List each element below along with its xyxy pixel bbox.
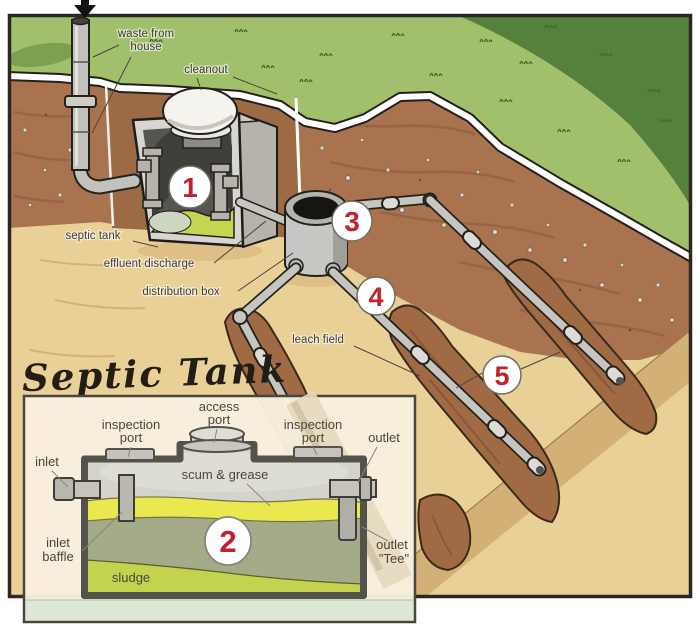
main-scene (10, 16, 690, 596)
outlet-tee-pipe (338, 493, 357, 541)
grass-shadow-streak (10, 42, 77, 68)
sludge-layer (85, 559, 364, 596)
label-outlet-tee: outlet (376, 537, 408, 552)
access-port-flange (181, 439, 253, 453)
label-effluent-discharge: effluent discharge (104, 258, 195, 270)
number-badges: 1 3 4 5 (168, 165, 522, 395)
grass-edge-band (10, 71, 690, 263)
label-inlet: inlet (35, 454, 59, 469)
label-waste-from-house: waste from (117, 28, 174, 40)
inset-ground-strip (25, 600, 414, 621)
badge-4: 4 (356, 276, 396, 316)
label-sludge: sludge (112, 570, 150, 585)
inlet-baffle-plate (118, 474, 135, 522)
label-inlet-baffle: inlet (46, 535, 70, 550)
grass-dark-corner (459, 16, 690, 205)
inset-title: Septic Tank (21, 347, 288, 400)
tank-inlet-fitting (136, 147, 163, 209)
tank-outlet-fitting (210, 163, 239, 221)
label-leach-field: leach field (292, 334, 344, 346)
svg-text:3: 3 (344, 206, 360, 237)
svg-text:5: 5 (494, 361, 509, 391)
waste-vent-pipe (64, 16, 142, 195)
svg-text:2: 2 (219, 524, 236, 559)
trench-left-end (417, 493, 472, 572)
label-inspection-port-left: inspection (102, 417, 161, 432)
inset-labels: inspection port access port inspection p… (35, 399, 409, 585)
grass-surface (10, 16, 690, 257)
label-access-port: access (199, 399, 240, 414)
pit-corner-highlight (294, 97, 302, 201)
badge-5: 5 (482, 355, 522, 395)
svg-text:port: port (302, 430, 325, 445)
inlet-pipe-assembly (53, 474, 135, 522)
label-distribution-box: distribution box (142, 286, 220, 298)
badge-1: 1 (168, 165, 212, 209)
septic-tank-inset: inspection port access port inspection p… (22, 390, 417, 624)
outlet-pipe-assembly (329, 476, 377, 541)
svg-text:1: 1 (182, 172, 198, 203)
label-septic-tank: septic tank (66, 230, 121, 242)
waste-arrow-icon (74, 0, 96, 18)
svg-text:baffle: baffle (42, 549, 74, 564)
svg-text:"Tee": "Tee" (379, 551, 410, 566)
septic-tank-cutaway (131, 87, 278, 249)
inspection-port-right-fitting (293, 446, 343, 459)
label-scum-and-grease: scum & grease (182, 467, 269, 482)
svg-text:port: port (120, 430, 143, 445)
soil-speckles (22, 113, 675, 332)
svg-text:4: 4 (368, 282, 383, 312)
dome-shade (167, 114, 235, 131)
label-inspection-port-right: inspection (284, 417, 343, 432)
svg-text:port: port (208, 412, 231, 427)
tank-scum-mound (148, 210, 192, 234)
floor-streaks (29, 259, 146, 358)
main-labels: waste from house cleanout septic tank ef… (64, 27, 561, 389)
label-waste-from-house-2: house (130, 41, 161, 53)
badge-3: 3 (331, 200, 373, 242)
label-outlet: outlet (368, 430, 400, 445)
pit-fold-highlight (104, 84, 115, 227)
label-cleanout: cleanout (184, 64, 228, 76)
badge-2: 2 (204, 516, 252, 566)
